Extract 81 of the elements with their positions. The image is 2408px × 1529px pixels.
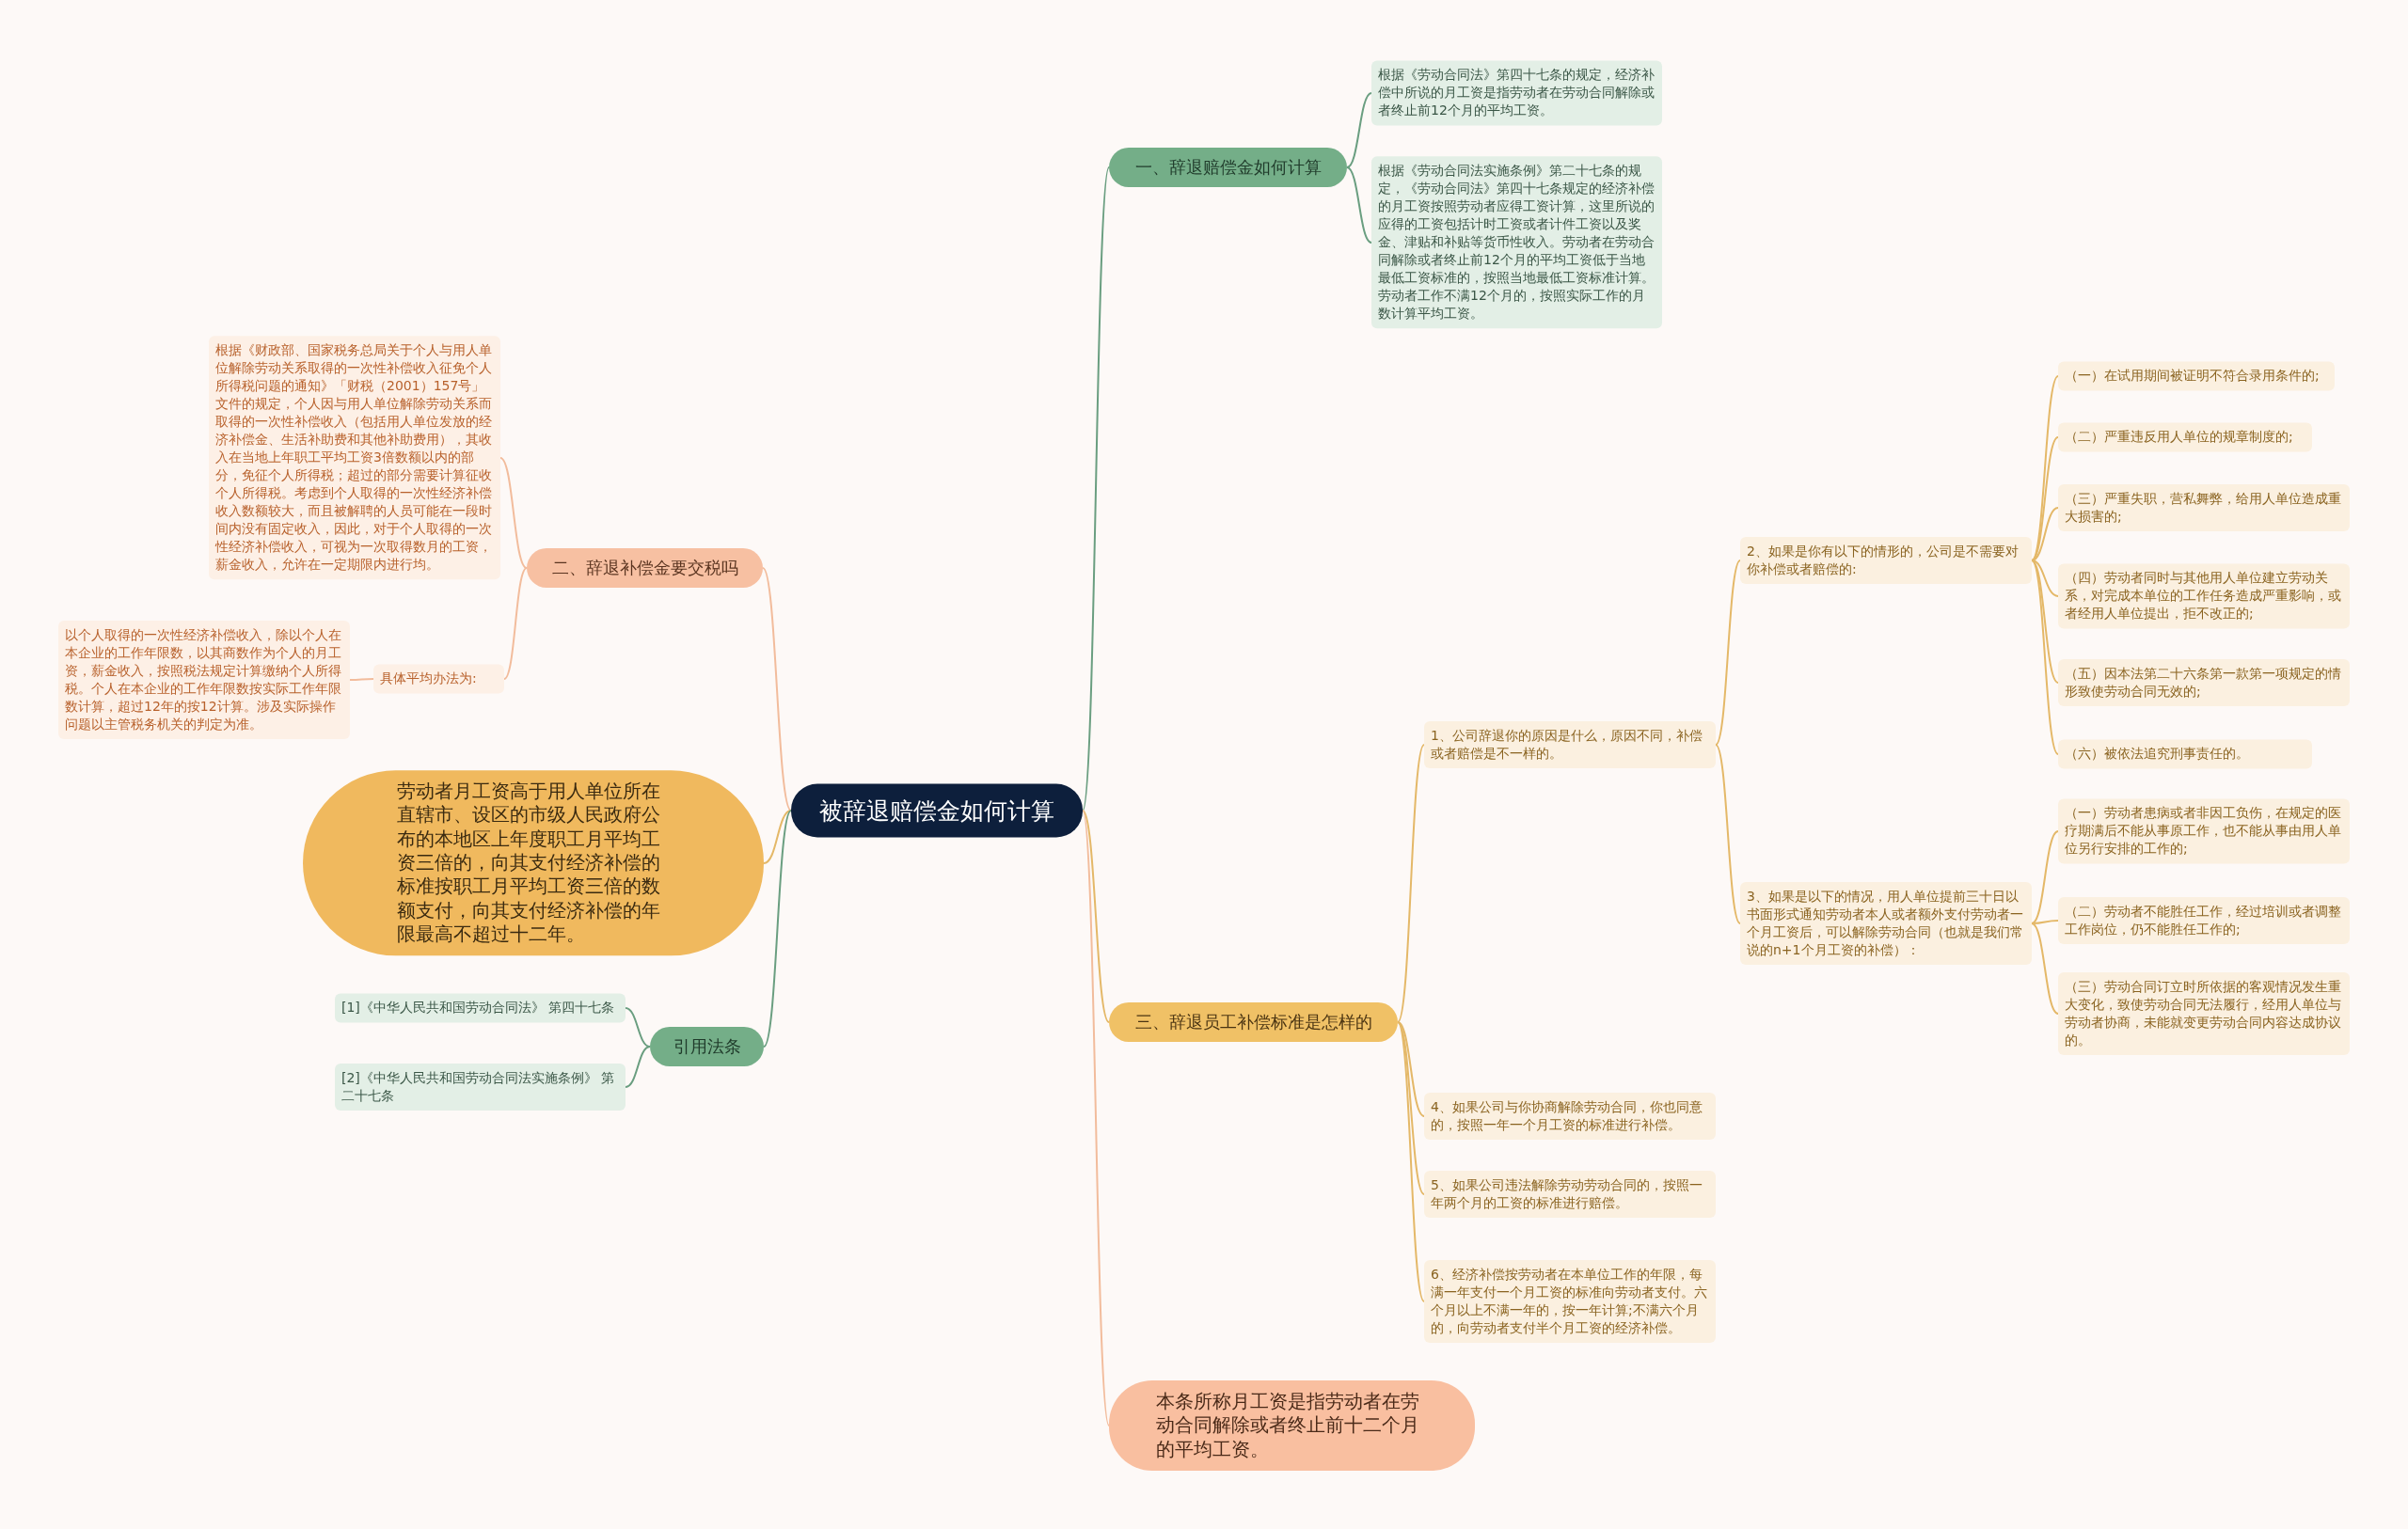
central-topic <box>791 783 1083 838</box>
connector-line <box>1397 1021 1425 1302</box>
connector-line <box>2031 560 2059 755</box>
connector-line <box>1397 1021 1425 1195</box>
note-card <box>1740 536 2032 585</box>
connector-line <box>499 457 528 569</box>
note-card <box>2058 971 2350 1056</box>
connector-line <box>1082 166 1110 812</box>
note-card <box>2058 361 2335 391</box>
topic-text: 4、如果公司与你协商解除劳动合同，你也同意的，按照一年一个月工资的标准进行补偿。 <box>1431 1097 1703 1134</box>
connector-line <box>2031 922 2059 1015</box>
note-card <box>2058 422 2312 452</box>
connector-line <box>1715 744 1741 924</box>
connector-line <box>2031 560 2059 684</box>
topic-text: 根据《财政部、国家税务总局关于个人与用人单位解除劳动关系取得的一次性补偿收入征免个人所得税问题的通知》「财税（2001）157号」文件的规定，个人因与用人单位解除劳动关系而取得的一次性补偿收入（包括用人单位发放的经济补偿金、生活补助费和其他补助费用），其收入在当地上年职工平均工资3倍数额以内的部分，免征个人所得税；超过的部分需要计算征收个人所得税。考虑到个人取得的一次性经济补偿收入数额较大，而且被解聘的人员可能在一段时间内没有固定收入，因此，对于个人取得的一次性经济补偿收入，可视为一次取得数月的工资，薪金收入，允许在一定期限内进行均。 <box>215 341 493 575</box>
note-card <box>1424 1259 1716 1344</box>
rounded-topic <box>1109 1380 1475 1471</box>
note-card <box>335 993 626 1023</box>
topic-text: 一、辞退赔偿金如何计算 <box>1133 156 1323 179</box>
connector-line <box>625 1007 651 1048</box>
topic-box <box>1109 1002 1398 1042</box>
connector-line <box>2031 560 2059 597</box>
note-card <box>2058 896 2350 945</box>
note-card <box>1740 881 2032 966</box>
topic-text: 1、公司辞退你的原因是什么，原因不同，补偿或者赔偿是不一样的。 <box>1431 726 1703 763</box>
topic-box <box>1109 148 1347 187</box>
note-card <box>2058 739 2312 769</box>
note-card <box>2058 563 2350 629</box>
note-card <box>335 1063 626 1111</box>
topic-text: （二）严重违反用人单位的规章制度的; <box>2065 428 2294 447</box>
topic-text: 2、如果是你有以下的情形的，公司是不需要对你补偿或者赔偿的: <box>1747 542 2020 578</box>
topic-text: （五）因本法第二十六条第一款第一项规定的情形致使劳动合同无效的; <box>2065 664 2342 701</box>
connector-line <box>349 678 374 681</box>
note-card <box>1424 1092 1716 1141</box>
topic-text: [1]《中华人民共和国劳动合同法》 第四十七条 <box>341 999 616 1017</box>
topic-text: 二、辞退补偿金要交税吗 <box>550 557 739 579</box>
topic-text: 三、辞退员工补偿标准是怎样的 <box>1133 1011 1373 1033</box>
topic-text: （四）劳动者同时与其他用人单位建立劳动关系，对完成本单位的工作任务造成严重影响，或者经用人单位提出，拒不改正的; <box>2065 569 2342 623</box>
topic-text: （二）劳动者不能胜任工作，经过培训或者调整工作岗位，仍不能胜任工作的; <box>2065 902 2342 938</box>
connector-line <box>763 810 792 1048</box>
topic-text: （三）严重失职，营私舞弊，给用人单位造成重大损害的; <box>2065 489 2342 526</box>
topic-text: 被辞退赔偿金如何计算 <box>818 796 1055 827</box>
topic-text: 5、如果公司违法解除劳动劳动合同的，按照一年两个月的工资的标准进行赔偿。 <box>1431 1175 1703 1212</box>
connector-line <box>2031 507 2059 561</box>
connector-line <box>1397 744 1425 1023</box>
note-card <box>2058 798 2350 864</box>
connector-line <box>2031 436 2059 561</box>
topic-text: 3、如果是以下的情况，用人单位提前三十日以书面形式通知劳动者本人或者额外支付劳动者一个月工资后，可以解除劳动合同（也就是我们常说的n+1个月工资的补偿）： <box>1747 887 2024 960</box>
topic-box <box>527 548 763 588</box>
connector-line <box>1397 1021 1425 1117</box>
connector-line <box>2031 830 2059 924</box>
topic-text: 本条所称月工资是指劳动者在劳动合同解除或者终止前十二个月的平均工资。 <box>1156 1390 1420 1461</box>
connector-line <box>1082 810 1110 1023</box>
topic-text: （六）被依法追究刑事责任的。 <box>2065 745 2250 764</box>
connector-line <box>763 810 792 864</box>
note-card <box>1424 720 1716 769</box>
topic-text: 根据《劳动合同法》第四十七条的规定，经济补偿中所说的月工资是指劳动者在劳动合同解除或者终止前12个月的平均工资。 <box>1378 66 1656 120</box>
connector-line <box>1346 92 1372 168</box>
note-card <box>1424 1170 1716 1219</box>
topic-text: （三）劳动合同订立时所依据的客观情况发生重大变化，致使劳动合同无法履行，经用人单位与劳动者协商，未能就变更劳动合同内容达成协议的。 <box>2065 977 2342 1050</box>
topic-text: 具体平均办法为: <box>380 670 478 688</box>
topic-text: 根据《劳动合同法实施条例》第二十七条的规定，《劳动合同法》第四十七条规定的经济补偿的月工资按照劳动者应得工资计算，这里所说的应得的工资包括计时工资或者计件工资以及奖金、津贴和补贴等货币性收入。劳动者在劳动合同解除或者终止前12个月的平均工资低于当地最低工资标准的，按照当地最低工资标准计算。劳动者工作不满12个月的，按照实际工作的月数计算平均工资。 <box>1378 162 1656 323</box>
connector-line <box>625 1046 651 1088</box>
connector-line <box>503 567 528 680</box>
topic-text: [2]《中华人民共和国劳动合同法实施条例》 第二十七条 <box>341 1068 616 1105</box>
topic-text: 以个人取得的一次性经济补偿收入，除以个人在本企业的工作年限数，以其商数作为个人的月工资，薪金收入，按照税法规定计算缴纳个人所得税。个人在本企业的工作年限数按实际工作年限数计算，超过12年的按12计算。涉及实际操作问题以主管税务机关的判定为准。 <box>65 625 342 734</box>
topic-box <box>650 1027 764 1066</box>
note-card <box>1371 60 1662 126</box>
topic-text: （一）在试用期间被证明不符合录用条件的; <box>2065 367 2321 386</box>
connector-line <box>1346 166 1372 244</box>
note-card <box>373 664 504 694</box>
connector-line <box>762 567 792 812</box>
connector-line <box>1082 810 1110 1427</box>
connector-line <box>2031 920 2059 924</box>
topic-text: 6、经济补偿按劳动者在本单位工作的年限，每满一年支付一个月工资的标准向劳动者支付。六个月以上不满一年的，按一年计算;不满六个月的，向劳动者支付半个月工资的经济补偿。 <box>1431 1265 1708 1338</box>
topic-text: 劳动者月工资高于用人单位所在直辖市、设区的市级人民政府公布的本地区上年度职工月平均工资三倍的，向其支付经济补偿的标准按职工月平均工资三倍的数额支付，向其支付经济补偿的年限最高不超过十二年。 <box>397 780 661 947</box>
connector-line <box>1715 560 1741 746</box>
note-card <box>2058 658 2350 707</box>
note-card <box>2058 483 2350 532</box>
topic-text: 引用法条 <box>672 1035 742 1058</box>
topic-text: （一）劳动者患病或者非因工负伤，在规定的医疗期满后不能从事原工作，也不能从事由用人单位另行安排的工作的; <box>2065 804 2342 859</box>
